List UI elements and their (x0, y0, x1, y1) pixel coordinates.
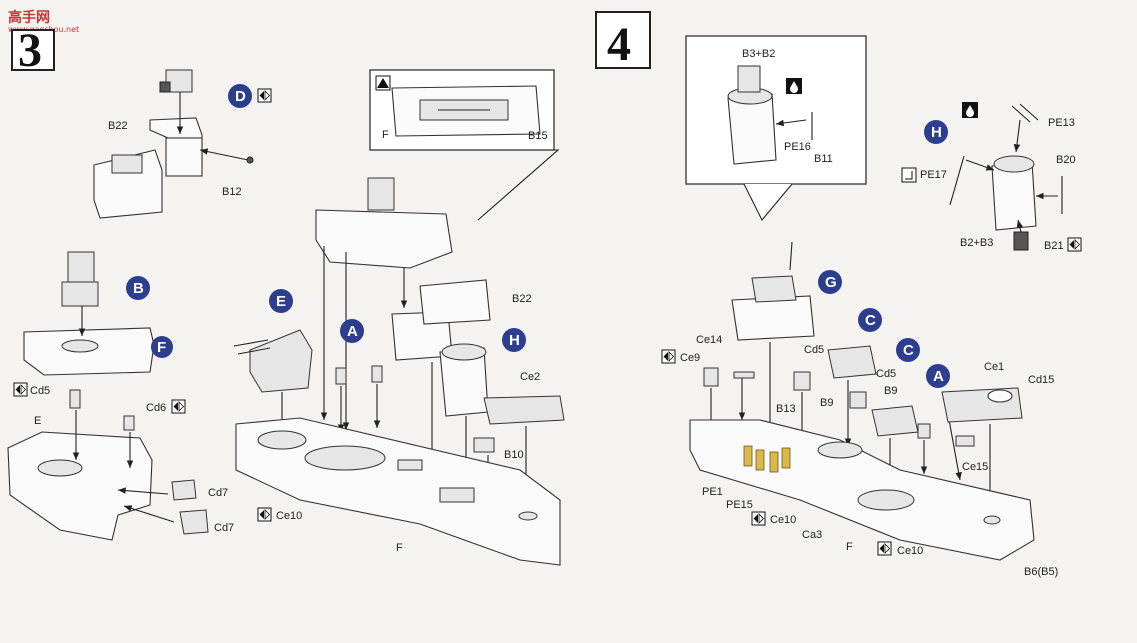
label-cd5-4b: Cd5 (876, 368, 896, 380)
marker-a4-icon (926, 364, 950, 388)
bridge-sub-assembly-d: B22 B12 D (93, 69, 272, 219)
marker-b-label: B (133, 280, 144, 297)
label-b6b5: B6(B5) (1024, 566, 1058, 578)
hull-section-e: E Cd5 Cd6 Cd7 Cd7 (7, 382, 234, 541)
flip-icon (257, 507, 272, 522)
label-ce9: Ce9 (680, 352, 700, 364)
marker-e-label: E (276, 293, 286, 310)
superstructure-center: B22 E A H Ce2 B10 (233, 177, 565, 566)
label-b10: B10 (504, 449, 524, 461)
label-b15: B15 (528, 130, 548, 142)
marker-a-label: A (347, 323, 358, 340)
label-cd6: Cd6 (146, 402, 166, 414)
label-b11: B11 (814, 153, 833, 165)
bend-icon (901, 167, 917, 183)
marker-h-icon (502, 328, 526, 352)
marker-d-label: D (235, 88, 246, 105)
watermark-brand: 高手网 (8, 9, 50, 26)
label-b20: B20 (1056, 154, 1076, 166)
step-4: 4 B3+B2 PE16 B11 H PE13 (595, 11, 1082, 578)
director-h: H PE13 PE17 B20 B2+B3 B21 (901, 102, 1082, 252)
label-b12: B12 (222, 186, 242, 198)
marker-e-icon (269, 289, 293, 313)
flip-icon (171, 399, 186, 414)
label-f-inset: F (382, 129, 389, 141)
marker-c-icon (858, 308, 882, 332)
label-pe15: PE15 (726, 499, 753, 511)
label-cd7-upper: Cd7 (208, 487, 228, 499)
label-cd7-lower: Cd7 (214, 522, 234, 534)
step-4-box (595, 11, 651, 69)
marker-b-icon (126, 276, 150, 300)
label-pe13: PE13 (1048, 117, 1075, 129)
glue-drop-icon (786, 78, 802, 94)
marker-c2-icon (896, 338, 920, 362)
flip-icon (877, 541, 892, 556)
label-b9-upper: B9 (820, 397, 833, 409)
director-inset: B3+B2 PE16 B11 (685, 35, 867, 221)
flip-icon (257, 88, 272, 103)
label-b9-lower: B9 (884, 385, 897, 397)
warning-inset: F B15 (369, 69, 560, 221)
label-ce1: Ce1 (984, 361, 1004, 373)
label-b22: B22 (108, 120, 128, 132)
label-e: E (34, 415, 41, 427)
label-ce14: Ce14 (696, 334, 722, 346)
marker-f-label: F (157, 339, 166, 356)
bridge-sub-assembly-bf: B F (23, 251, 173, 376)
label-f-4: F (846, 541, 853, 553)
marker-c-label: C (865, 312, 876, 329)
marker-c2-label: C (903, 342, 914, 359)
marker-g-icon (818, 270, 842, 294)
label-f-hull: F (396, 542, 403, 554)
label-cd15: Cd15 (1028, 374, 1054, 386)
label-b2b3: B2+B3 (960, 237, 993, 249)
label-pe16: PE16 (784, 141, 811, 153)
label-ce10-left: Ce10 (276, 510, 302, 522)
label-b21: B21 (1044, 240, 1064, 252)
flip-icon (13, 382, 28, 397)
label-b3b2: B3+B2 (742, 48, 775, 60)
step-3-number: 3 (18, 24, 42, 77)
marker-a4-label: A (933, 368, 944, 385)
step-3-box (11, 29, 55, 71)
flip-icon (661, 349, 676, 364)
label-ce10-right-b: Ce10 (897, 545, 923, 557)
label-pe17: PE17 (920, 169, 947, 181)
marker-h4-icon (924, 120, 948, 144)
label-ce10-right-a: Ce10 (770, 514, 796, 526)
marker-a-icon (340, 319, 364, 343)
label-b22-center: B22 (512, 293, 532, 305)
step-3: 3 B22 B12 D B F (7, 24, 565, 566)
label-cd5: Cd5 (30, 385, 50, 397)
marker-g-label: G (825, 274, 837, 291)
label-cd5-4: Cd5 (804, 344, 824, 356)
marker-d-icon (228, 84, 252, 108)
label-pe1: PE1 (702, 486, 723, 498)
aft-superstructure: G Ce14 Ce9 Cd5 B9 B13 C Cd5 B9 (661, 241, 1058, 578)
flip-icon (751, 511, 766, 526)
flip-icon (1067, 237, 1082, 252)
marker-h-label: H (509, 332, 520, 349)
marker-f-icon (151, 336, 173, 358)
label-ca3: Ca3 (802, 529, 822, 541)
label-ce15: Ce15 (962, 461, 988, 473)
label-b13: B13 (776, 403, 796, 415)
label-ce2: Ce2 (520, 371, 540, 383)
step-4-number: 4 (607, 18, 631, 71)
marker-h4-label: H (931, 124, 942, 141)
photo-etch-parts (743, 445, 791, 473)
glue-drop-icon (962, 102, 978, 118)
warning-triangle-icon (377, 78, 389, 88)
